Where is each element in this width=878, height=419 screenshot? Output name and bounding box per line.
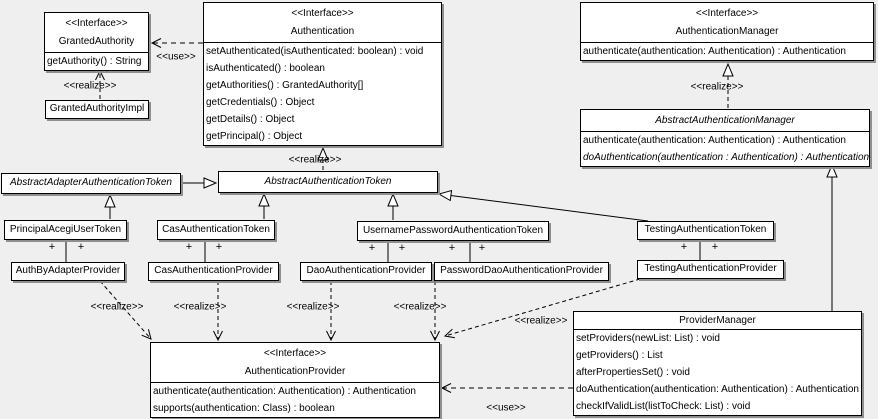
method: doAuthentication(authentication : Authen… (583, 152, 870, 163)
class-authentication-provider: <<Interface>> AuthenticationProvider aut… (150, 342, 440, 418)
class-provider-manager: ProviderManager setProviders(newList: Li… (573, 311, 862, 416)
method: getDetails() : Object (206, 114, 295, 125)
method-compartment: setAuthenticated(isAuthenticated: boolea… (204, 42, 441, 145)
class-name: UsernamePasswordAuthenticationToken (362, 225, 544, 236)
realize-edge-testingauthenticationprovider (443, 278, 641, 339)
stereotype-label: <<Interface>> (695, 8, 759, 19)
class-testing-authentication-provider: TestingAuthenticationProvider (637, 260, 784, 279)
stereotype-label: <<Interface>> (65, 18, 128, 29)
association-end-plus: + (398, 242, 406, 254)
class-abstract-authentication-token: AbstractAuthenticationToken (218, 171, 438, 193)
class-name: AbstractAuthenticationToken (264, 176, 392, 187)
class-name: PrincipalAcegiUserToken (9, 224, 122, 235)
method: getPrincipal() : Object (206, 131, 303, 142)
method-compartment: getAuthority() : String (45, 52, 148, 70)
method-compartment: authenticate(authentication: Authenticat… (581, 42, 873, 60)
method: isAuthenticated() : boolean (206, 63, 325, 74)
class-name: CasAuthenticationToken (162, 224, 270, 235)
realize-label: <<realize>> (690, 81, 744, 93)
class-name: TestingAuthenticationToken (644, 224, 767, 235)
class-authentication-manager: <<Interface>> AuthenticationManager auth… (580, 2, 874, 61)
class-header: <<Interface>> AuthenticationProvider (151, 343, 439, 382)
use-label: <<use>> (156, 51, 196, 63)
association-end-plus: + (368, 242, 376, 254)
class-name: AuthByAdapterProvider (15, 265, 121, 276)
class-header: AbstractAuthenticationManager (581, 110, 869, 131)
method: afterPropertiesSet() : void (576, 367, 690, 378)
class-name: GrantedAuthorityImpl (49, 103, 145, 114)
association-end-plus: + (215, 241, 223, 253)
class-name: AbstractAdapterAuthenticationToken (10, 177, 172, 188)
method-compartment: authenticate(authentication: Authenticat… (581, 131, 869, 166)
class-name: AuthenticationManager (675, 26, 779, 37)
class-cas-authentication-token: CasAuthenticationToken (157, 220, 275, 240)
method: setProviders(newList: List) : void (576, 333, 720, 344)
class-granted-authority: <<Interface>> GrantedAuthority getAuthor… (44, 12, 149, 71)
class-header: ProviderManager (574, 312, 861, 329)
method: getAuthorities() : GrantedAuthority[] (206, 80, 364, 91)
realize-label: <<realize>> (286, 301, 340, 313)
class-name: Authentication (290, 26, 355, 37)
association-end-plus: + (448, 242, 456, 254)
method: getAuthority() : String (47, 56, 142, 67)
method: setAuthenticated(isAuthenticated: boolea… (206, 46, 424, 57)
class-granted-authority-impl: GrantedAuthorityImpl (45, 100, 149, 119)
class-cas-authentication-provider: CasAuthenticationProvider (148, 262, 279, 281)
stereotype-label: <<Interface>> (263, 348, 327, 359)
method: doAuthentication(authentication: Authent… (576, 384, 859, 395)
class-name: CasAuthenticationProvider (154, 265, 273, 276)
method: authenticate(authentication: Authenticat… (583, 135, 846, 146)
class-name: ProviderManager (679, 315, 756, 326)
class-authentication: <<Interface>> Authentication setAuthenti… (203, 2, 442, 146)
class-testing-authentication-token: TestingAuthenticationToken (637, 221, 774, 240)
class-password-dao-authentication-provider: PasswordDaoAuthenticationProvider (434, 262, 609, 281)
method: authenticate(authentication: Authenticat… (583, 46, 846, 57)
realize-edge-authbyadapterprovider (99, 280, 152, 340)
class-header: <<Interface>> GrantedAuthority (45, 13, 148, 52)
class-name: GrantedAuthority (58, 36, 135, 47)
use-label: <<use>> (486, 402, 526, 414)
association-end-plus: + (478, 242, 486, 254)
association-end-plus: + (711, 241, 719, 253)
class-dao-authentication-provider: DaoAuthenticationProvider (300, 262, 432, 281)
realize-label: <<realize>> (90, 301, 144, 313)
class-name: AuthenticationProvider (244, 366, 346, 377)
class-username-password-authentication-token: UsernamePasswordAuthenticationToken (357, 221, 549, 241)
realize-label: <<realize>> (173, 301, 227, 313)
class-abstract-authentication-manager: AbstractAuthenticationManager authentica… (580, 109, 870, 167)
realize-label: <<realize>> (514, 315, 568, 327)
method: getProviders() : List (576, 350, 663, 361)
class-auth-by-adapter-provider: AuthByAdapterProvider (11, 262, 125, 281)
class-name: DaoAuthenticationProvider (306, 265, 426, 276)
class-name: PasswordDaoAuthenticationProvider (440, 265, 603, 276)
method: checkIfValidList(listToCheck: List) : vo… (576, 401, 751, 412)
method-compartment: authenticate(authentication: Authenticat… (151, 382, 439, 417)
realize-label: <<realize>> (63, 80, 117, 92)
class-name: TestingAuthenticationProvider (644, 263, 777, 274)
realize-label: <<realize>> (393, 301, 447, 313)
class-abstract-adapter-authentication-token: AbstractAdapterAuthenticationToken (1, 173, 181, 194)
class-header: <<Interface>> Authentication (204, 3, 441, 42)
method: authenticate(authentication: Authenticat… (153, 386, 416, 397)
association-end-plus: + (680, 241, 688, 253)
class-name: AbstractAuthenticationManager (655, 115, 795, 126)
method-compartment: setProviders(newList: List) : void getPr… (574, 329, 861, 415)
association-end-plus: + (77, 241, 85, 253)
association-end-plus: + (48, 241, 56, 253)
association-end-plus: + (185, 241, 193, 253)
class-header: <<Interface>> AuthenticationManager (581, 3, 873, 42)
method: getCredentials() : Object (206, 97, 315, 108)
generalize-edge-testingtoken (437, 189, 649, 222)
stereotype-label: <<Interface>> (291, 8, 354, 19)
method: supports(authentication: Class) : boolea… (153, 403, 335, 414)
class-principal-acegi-user-token: PrincipalAcegiUserToken (4, 220, 127, 240)
realize-label: <<realize>> (288, 154, 342, 166)
